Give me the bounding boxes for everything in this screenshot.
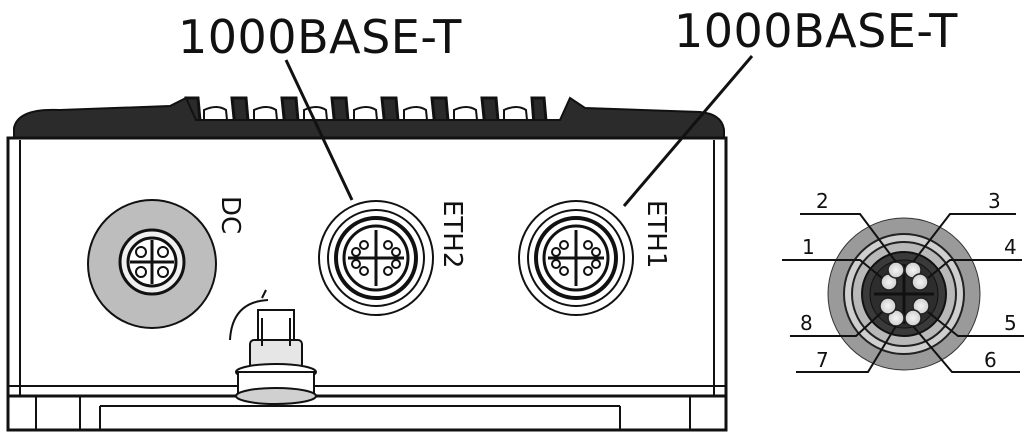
pin-label-8: 8 <box>800 311 813 335</box>
housing-top-edge <box>13 96 725 139</box>
pin-label-1: 1 <box>802 235 815 259</box>
leader-line-eth1 <box>622 55 754 207</box>
dc-connector <box>87 199 217 329</box>
pin-label-4: 4 <box>1004 235 1017 259</box>
callout-eth1-label: 1000BASE-T <box>674 4 958 58</box>
leader-line-eth2 <box>284 59 354 201</box>
eth2-connector <box>318 200 434 316</box>
pin-8 <box>879 297 897 315</box>
pin-label-5: 5 <box>1004 311 1017 335</box>
pin-leader-lines <box>782 213 1024 373</box>
eth2-port-label: ETH2 <box>437 200 467 268</box>
pin-4 <box>911 273 929 291</box>
pinout-connector <box>827 217 981 371</box>
pin-label-6: 6 <box>984 348 997 372</box>
eth1-connector <box>518 200 634 316</box>
pin-label-2: 2 <box>816 189 829 213</box>
pin-2 <box>887 261 905 279</box>
pin-label-7: 7 <box>816 348 829 372</box>
ground-stud <box>229 289 317 405</box>
eth1-port-label: ETH1 <box>641 200 671 268</box>
callout-eth2-label: 1000BASE-T <box>178 10 462 64</box>
pin-6 <box>904 309 922 327</box>
pin-label-3: 3 <box>988 189 1001 213</box>
pin-5 <box>912 297 930 315</box>
pinout-pins <box>879 261 930 327</box>
dc-port-label: DC <box>215 196 245 234</box>
